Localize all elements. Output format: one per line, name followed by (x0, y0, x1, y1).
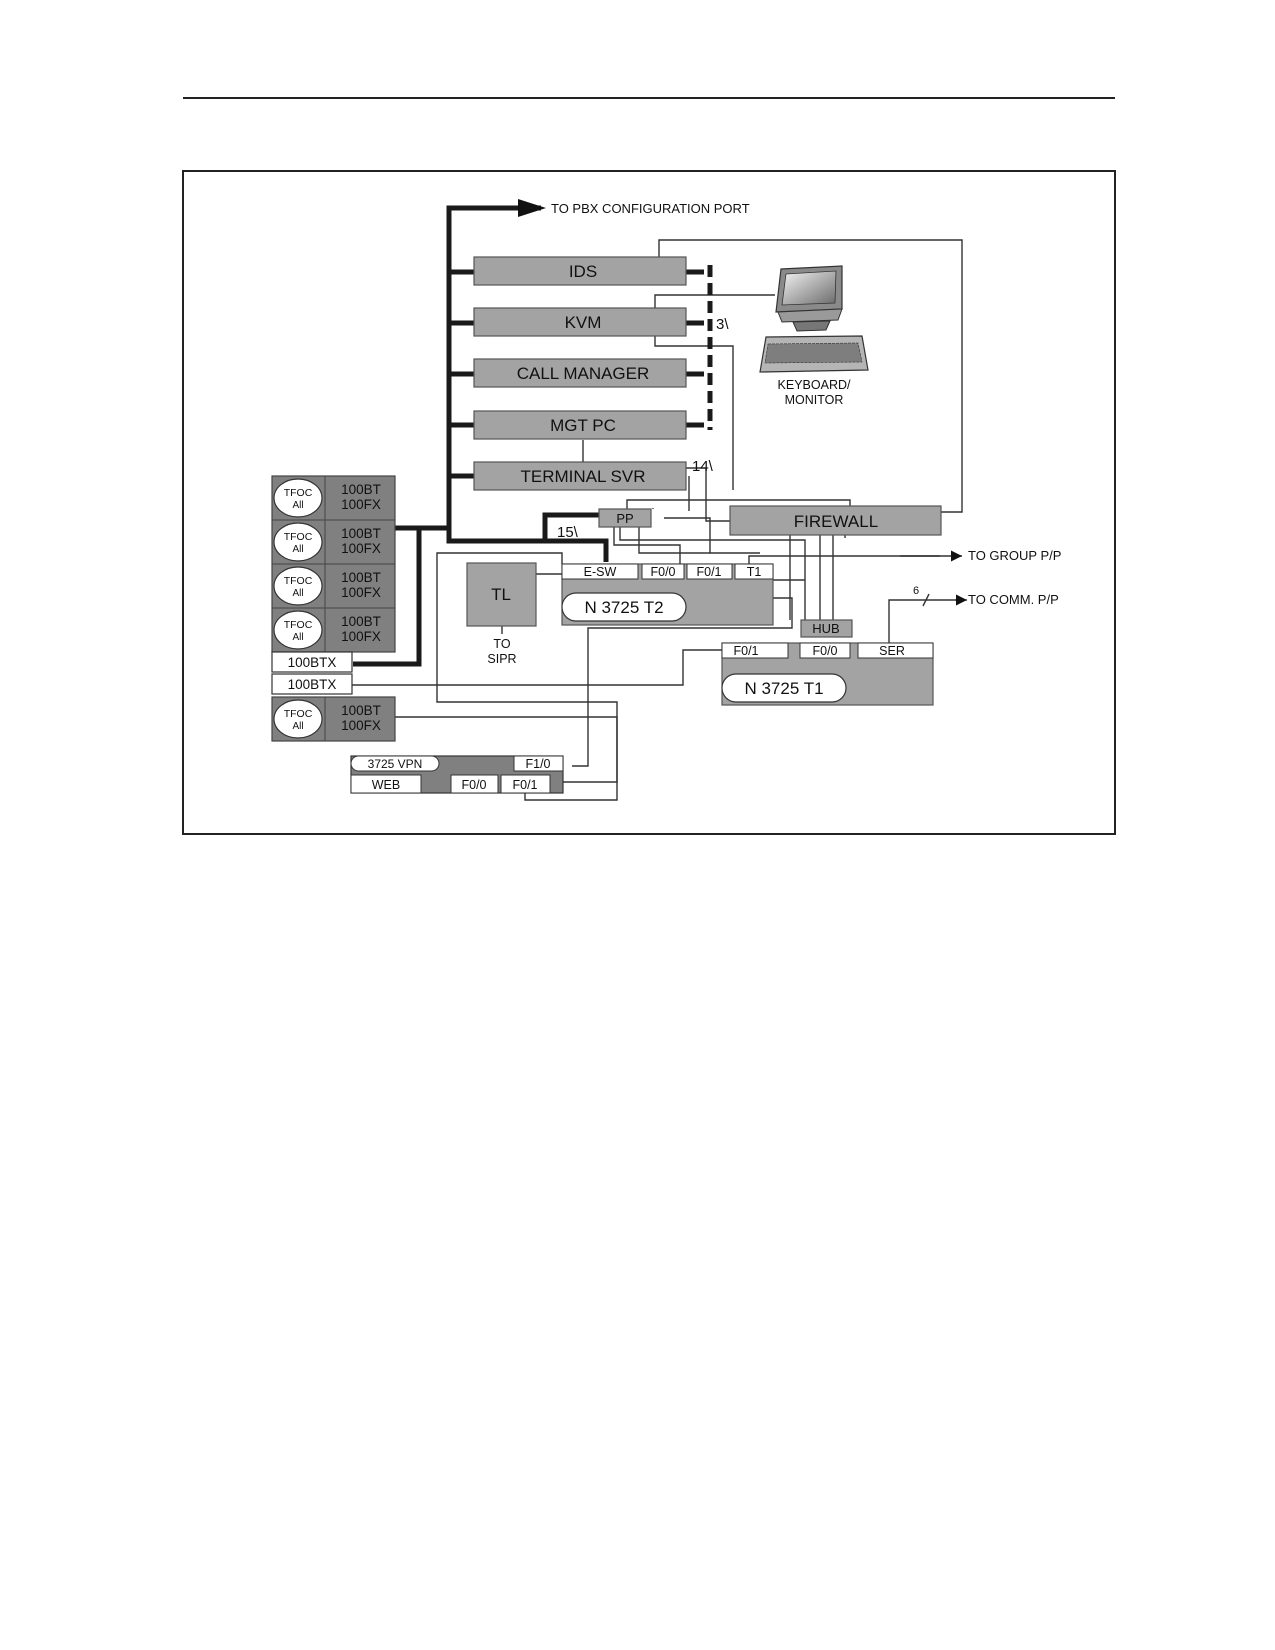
pbx-arrowhead (518, 199, 546, 217)
tl-box: TL (466, 562, 537, 627)
tfoc-line2: 100FX (341, 629, 381, 644)
t2-port-t1: T1 (747, 565, 762, 579)
tfoc-bottom: All (292, 721, 303, 732)
rack-firewall: FIREWALL (729, 505, 942, 536)
sipr-label-line2: SIPR (487, 652, 516, 666)
t2-port-f01: F0/1 (696, 565, 721, 579)
pbx-label: TO PBX CONFIGURATION PORT (551, 201, 750, 216)
tfoc-line2: 100FX (341, 718, 381, 733)
tfoc-top: TFOC (284, 531, 313, 543)
router-t1: F0/1 F0/0 SER N 3725 T1 (721, 642, 934, 706)
tfoc-unit: TFOC All 100BT 100FX (273, 522, 381, 562)
switch-cable-count: 15\ (557, 524, 579, 541)
tl-label: TL (491, 585, 511, 604)
router-t2: E-SW F0/0 F0/1 T1 N 3725 T2 (561, 563, 774, 626)
thin-cables (351, 239, 963, 801)
rack-ids-label: IDS (569, 262, 597, 281)
rack-call-manager: CALL MANAGER (473, 358, 687, 388)
patch-panel-label: PP (616, 511, 633, 526)
figure-frame (182, 170, 1116, 835)
rack-ids: IDS (473, 256, 687, 286)
header-rule (183, 97, 1115, 99)
patch-panel: PP (598, 508, 652, 528)
t1-port-f00: F0/0 (812, 644, 837, 658)
tfoc-top: TFOC (284, 708, 313, 720)
keyboard-label-line2: MONITOR (785, 393, 844, 407)
tfoc-line1: 100BT (341, 614, 381, 629)
tfoc-stack: TFOC All 100BT 100FX TFOC All 100BT 100F… (271, 475, 396, 742)
t2-port-f00: F0/0 (650, 565, 675, 579)
hub-box: HUB (800, 619, 853, 638)
tfoc-line1: 100BT (341, 570, 381, 585)
rack-call-manager-label: CALL MANAGER (517, 364, 650, 383)
vpn-port-web: WEB (372, 778, 400, 792)
rack-terminal-svr: TERMINAL SVR (473, 461, 687, 491)
tfoc-line2: 100FX (341, 541, 381, 556)
sipr-label-line1: TO (493, 637, 510, 651)
tfoc-top: TFOC (284, 575, 313, 587)
vpn-port-f01: F0/1 (512, 778, 537, 792)
vpn-port-f10: F1/0 (525, 757, 550, 771)
tfoc-bottom: All (292, 632, 303, 643)
tfoc-line1: 100BT (341, 703, 381, 718)
tfoc-unit: TFOC All 100BT 100FX (273, 699, 381, 739)
tfoc-bottom: All (292, 588, 303, 599)
rack-firewall-label: FIREWALL (794, 512, 878, 531)
rack-mgt-pc-label: MGT PC (550, 416, 616, 435)
tfoc-unit: TFOC All 100BT 100FX (273, 566, 381, 606)
comm-count: 6 (913, 585, 919, 597)
tfoc-line1: 100BT (341, 482, 381, 497)
vpn-router: 3725 VPN F1/0 WEB F0/0 F0/1 (350, 755, 564, 794)
group-label: TO GROUP P/P (968, 548, 1061, 563)
rack-mgt-pc: MGT PC (473, 410, 687, 440)
t1-port-f01: F0/1 (733, 644, 758, 658)
kvm-cable-count: 3\ (716, 316, 729, 333)
tfoc-unit: TFOC All 100BT 100FX (273, 610, 381, 650)
vpn-port-f00: F0/0 (461, 778, 486, 792)
tfoc-line2: 100FX (341, 585, 381, 600)
rack-kvm: KVM (473, 307, 687, 337)
rack-kvm-label: KVM (565, 313, 602, 332)
comm-slash (922, 593, 930, 607)
thick-cables (353, 205, 704, 667)
keyboard-label-line1: KEYBOARD/ (778, 378, 851, 392)
tfoc-line2: 100FX (341, 497, 381, 512)
tfoc-top: TFOC (284, 487, 313, 499)
t2-port-esw: E-SW (584, 565, 617, 579)
tfoc-bottom: All (292, 500, 303, 511)
btx-label: 100BTX (288, 655, 337, 670)
hub-label: HUB (812, 621, 839, 636)
vpn-name: 3725 VPN (368, 757, 423, 771)
t2-name: N 3725 T2 (584, 598, 663, 617)
comm-label: TO COMM. P/P (968, 592, 1059, 607)
t1-name: N 3725 T1 (744, 679, 823, 698)
rack-terminal-svr-label: TERMINAL SVR (520, 467, 645, 486)
tfoc-top: TFOC (284, 619, 313, 631)
btx-label: 100BTX (288, 677, 337, 692)
tfoc-bottom: All (292, 544, 303, 555)
keyboard-monitor-icon (759, 265, 869, 373)
terminal-cable-count: 14\ (692, 458, 714, 475)
t1-port-ser: SER (879, 644, 905, 658)
tfoc-unit: TFOC All 100BT 100FX (273, 478, 381, 518)
tfoc-line1: 100BT (341, 526, 381, 541)
